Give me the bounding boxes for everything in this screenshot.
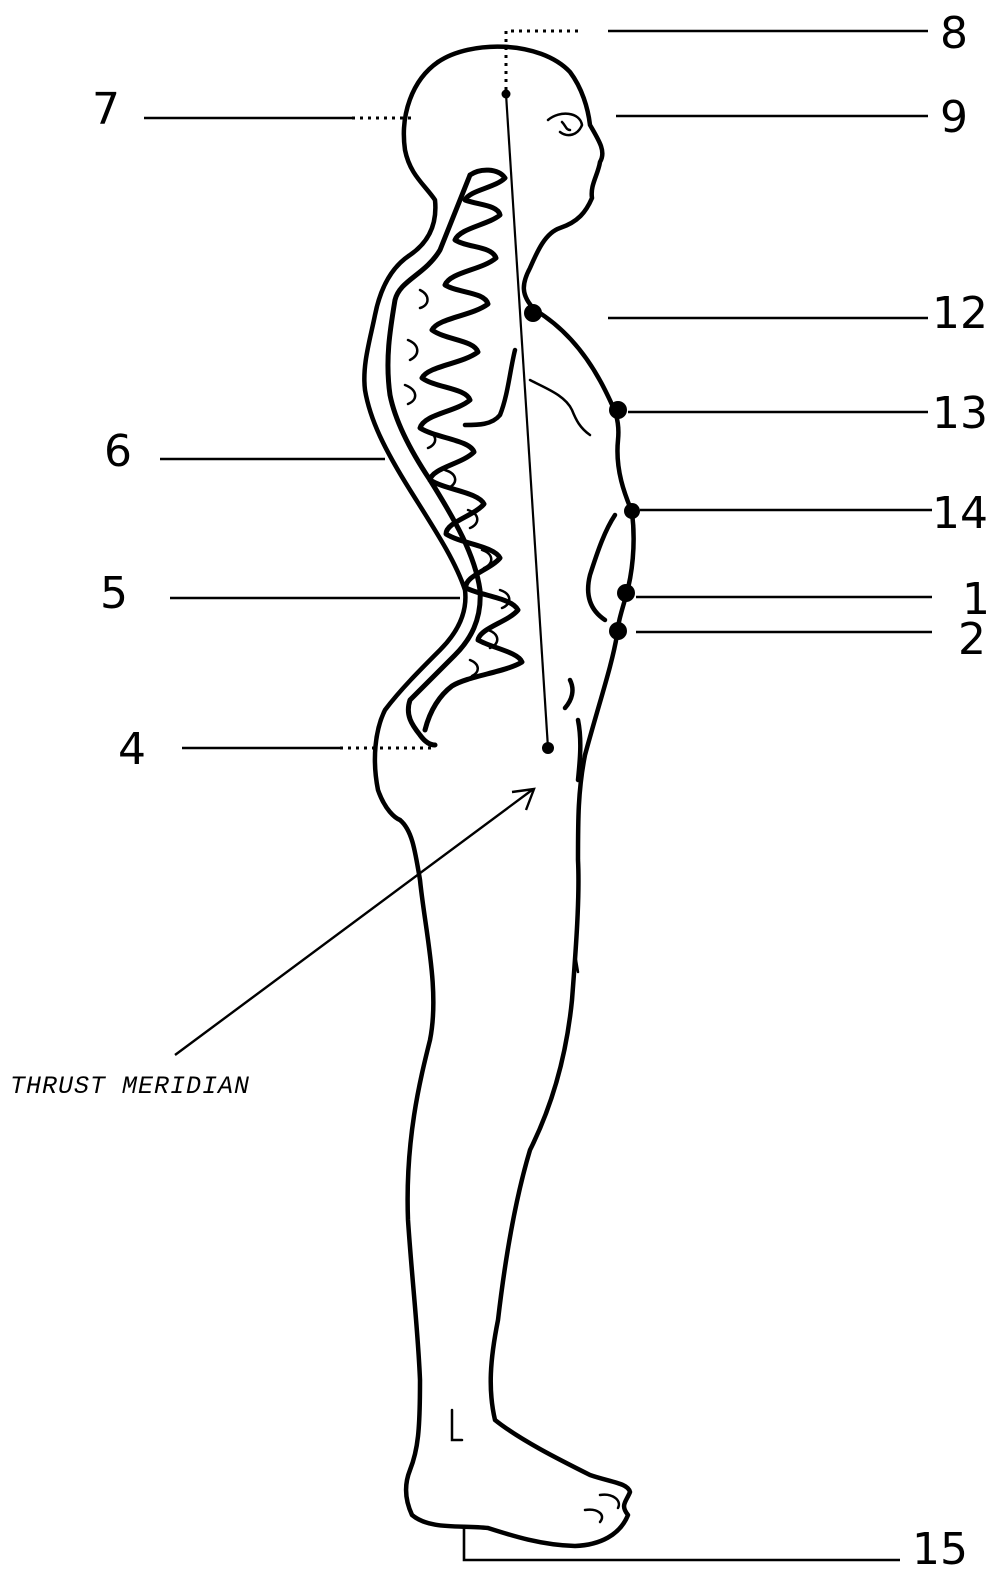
landmark-point-14 bbox=[624, 503, 640, 519]
label-8: 8 bbox=[940, 12, 968, 56]
label-13: 13 bbox=[932, 392, 988, 436]
label-4: 4 bbox=[118, 728, 146, 772]
label-7: 7 bbox=[92, 88, 120, 132]
label-5: 5 bbox=[100, 572, 128, 616]
hand-line bbox=[588, 515, 615, 620]
caption-arrow-line bbox=[175, 790, 532, 1055]
forearm-line bbox=[530, 380, 590, 435]
landmark-point-12 bbox=[524, 304, 542, 322]
label-15: 15 bbox=[912, 1528, 968, 1572]
leader-dotted-8 bbox=[506, 31, 578, 90]
spine-processes bbox=[405, 290, 509, 676]
label-9: 9 bbox=[940, 96, 968, 140]
landmark-point-13 bbox=[609, 401, 627, 419]
thrust-meridian-line bbox=[506, 94, 548, 748]
thrust-meridian-caption: THRUST MERIDIAN bbox=[10, 1072, 250, 1101]
label-2: 2 bbox=[958, 618, 986, 662]
label-12: 12 bbox=[932, 292, 988, 336]
leader-line-15 bbox=[464, 1528, 900, 1560]
landmark-point-2 bbox=[609, 622, 627, 640]
landmark-point-1 bbox=[617, 584, 635, 602]
label-6: 6 bbox=[104, 430, 132, 474]
toes bbox=[585, 1495, 619, 1522]
label-14: 14 bbox=[932, 492, 988, 536]
ankle-mark bbox=[452, 1410, 462, 1440]
upper-arm-line bbox=[465, 350, 515, 425]
hip-line bbox=[565, 680, 580, 780]
ear bbox=[548, 114, 582, 135]
meridian-top-point bbox=[502, 90, 511, 99]
meridian-bottom-point bbox=[542, 742, 554, 754]
